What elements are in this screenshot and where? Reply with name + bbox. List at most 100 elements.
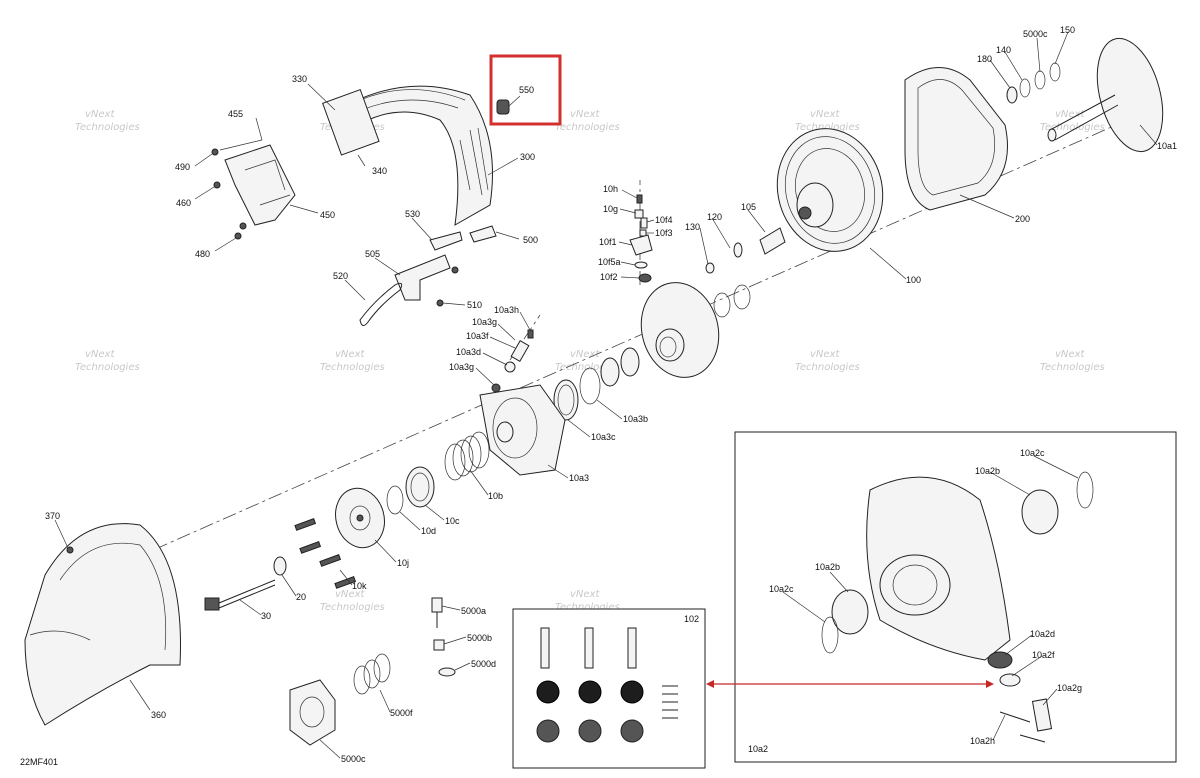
label-455: 455 (228, 109, 243, 119)
cover-360[interactable] (24, 523, 181, 726)
label-505: 505 (365, 249, 380, 259)
ring-150[interactable] (1049, 62, 1061, 82)
label-10a2c: 10a2c (769, 584, 794, 594)
spring-5000f[interactable] (353, 653, 391, 695)
screw-480[interactable] (234, 222, 247, 240)
label-120: 120 (707, 212, 722, 222)
watermark-text: Technologies (795, 362, 860, 373)
ring-140[interactable] (1019, 78, 1031, 98)
screws-10k[interactable] (294, 518, 357, 589)
watermark-text: Technologies (75, 122, 140, 133)
watermark-text: vNext (570, 589, 600, 600)
belt-guard-300[interactable] (322, 85, 493, 226)
pin-10f3[interactable] (639, 229, 647, 237)
bolt-10a3h[interactable] (527, 329, 534, 339)
pin-10f4[interactable] (640, 217, 648, 229)
bolt-5000a[interactable] (431, 597, 443, 628)
bracket-450[interactable] (219, 139, 296, 226)
label-10a3d: 10a3d (456, 347, 481, 357)
ring-5000c-top[interactable] (1034, 70, 1046, 90)
washer-10a3g[interactable] (491, 383, 501, 393)
label-10k: 10k (352, 581, 367, 591)
washer-180[interactable] (1006, 86, 1018, 104)
bracket-505[interactable] (394, 254, 451, 301)
watermark-text: Technologies (555, 362, 620, 373)
screw-490[interactable] (211, 148, 219, 156)
bushing-105[interactable] (759, 227, 786, 255)
bushing-10g[interactable] (634, 209, 644, 219)
washer-20[interactable] (273, 556, 287, 576)
watermark-text: vNext (1055, 349, 1085, 360)
roller-10a3d[interactable] (504, 361, 516, 373)
screw-370[interactable] (66, 546, 74, 554)
watermark-text: Technologies (555, 122, 620, 133)
watermark-text: vNext (810, 109, 840, 120)
drive-belt-200[interactable] (904, 67, 1008, 211)
label-10a3c: 10a3c (591, 432, 616, 442)
cup-10c[interactable] (405, 466, 435, 508)
watermark-text: Technologies (320, 362, 385, 373)
watermark-text: vNext (570, 109, 600, 120)
watermark-text: vNext (85, 109, 115, 120)
drive-pulley-100[interactable] (764, 117, 897, 264)
watermark-text: Technologies (555, 602, 620, 613)
label-5000d: 5000d (471, 659, 496, 669)
screw-510[interactable] (436, 266, 459, 307)
label-10a3f: 10a3f (466, 331, 489, 341)
label-460: 460 (176, 198, 191, 208)
clip-530[interactable] (429, 231, 463, 251)
ring-10a3b[interactable] (579, 367, 601, 405)
label-180: 180 (977, 54, 992, 64)
label-10a2d: 10a2d (1030, 629, 1055, 639)
bolt-10h[interactable] (636, 194, 643, 204)
spring-10b[interactable] (444, 431, 490, 481)
roller-10f1[interactable] (629, 234, 653, 256)
label-360: 360 (151, 710, 166, 720)
cable-clip-520[interactable] (359, 282, 403, 326)
label-30: 30 (261, 611, 271, 621)
screw-460[interactable] (213, 181, 221, 189)
label-530: 530 (405, 209, 420, 219)
pin-10a3f[interactable] (510, 340, 530, 362)
gasket-5000c[interactable] (289, 679, 336, 746)
washer-10f2[interactable] (638, 273, 652, 283)
spacer-rings[interactable] (600, 347, 640, 387)
fixed-sheave-10a1[interactable] (1047, 31, 1174, 159)
spider-10a3[interactable] (479, 384, 566, 476)
cover-10j[interactable] (329, 483, 391, 553)
label-10d: 10d (421, 526, 436, 536)
washer-120[interactable] (733, 242, 743, 258)
ring-10d[interactable] (386, 485, 404, 515)
nut-5000b[interactable] (433, 639, 445, 651)
label-5000f: 5000f (390, 708, 413, 718)
watermark-text: Technologies (1040, 122, 1105, 133)
highlight-box-550 (489, 54, 562, 126)
label-10a1: 10a1 (1157, 141, 1177, 151)
ring-10a3c[interactable] (553, 379, 579, 421)
watermark-text: vNext (335, 349, 365, 360)
watermark-text: Technologies (795, 122, 860, 133)
watermark-text: Technologies (1040, 362, 1105, 373)
label-10b: 10b (488, 491, 503, 501)
spacer-130[interactable] (705, 262, 715, 274)
clip-500[interactable] (469, 225, 497, 243)
washer-5000d[interactable] (438, 667, 456, 677)
label-150: 150 (1060, 25, 1075, 35)
callout-labels: 330 340 300 550 455 490 460 450 480 530 … (20, 25, 1177, 767)
bolt-30[interactable] (204, 579, 276, 611)
label-510: 510 (467, 300, 482, 310)
sliding-sheave-housing[interactable] (631, 274, 729, 386)
detail-10a2-box (734, 431, 1177, 763)
washer-10f5a[interactable] (634, 261, 648, 269)
label-130: 130 (685, 222, 700, 232)
label-10f4: 10f4 (655, 215, 673, 225)
label-10a2b: 10a2b (975, 466, 1000, 476)
part-550-bumper[interactable] (496, 95, 521, 115)
label-490: 490 (175, 162, 190, 172)
label-10c: 10c (445, 516, 460, 526)
label-10g: 10g (603, 204, 618, 214)
ring-seal-pair[interactable] (713, 284, 751, 318)
watermark-text: Technologies (75, 362, 140, 373)
